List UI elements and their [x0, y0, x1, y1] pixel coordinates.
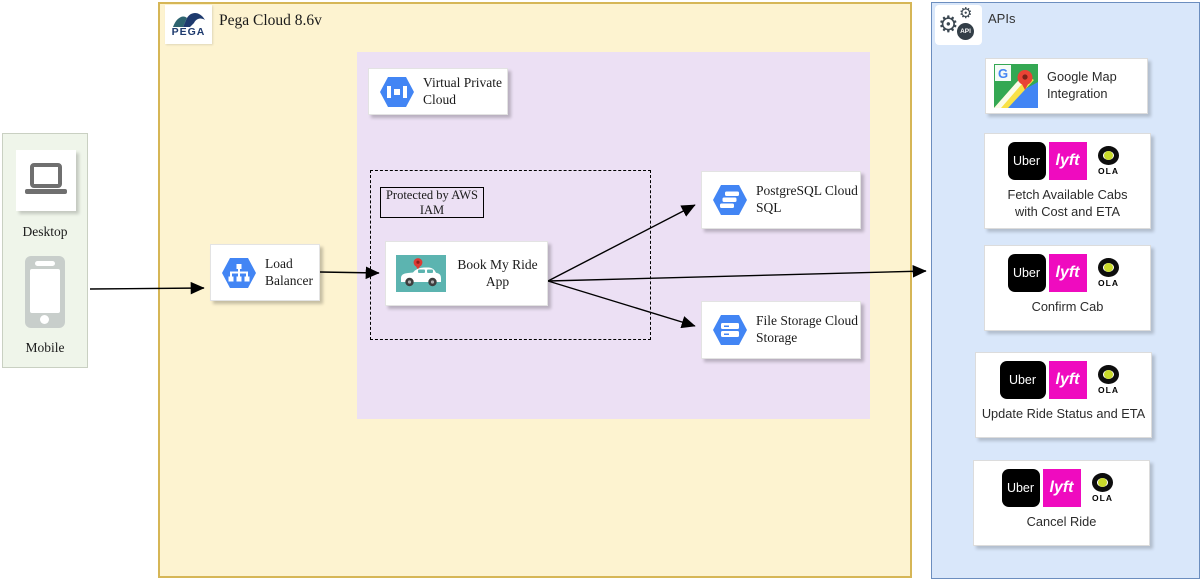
uber-logo: Uber	[1007, 254, 1046, 292]
ola-ring-icon	[1098, 365, 1119, 384]
lyft-logo: lyft	[1042, 469, 1081, 507]
ola-wordmark: OLA	[1098, 278, 1119, 288]
api-card-label: Fetch Available Cabs with Cost and ETA	[1007, 187, 1128, 219]
pega-logo: PEGA	[165, 5, 212, 44]
uber-logo: Uber	[1007, 142, 1046, 180]
ola-logo: OLA	[1089, 142, 1128, 180]
aws-iam-label: Protected by AWS IAM	[385, 188, 479, 217]
virtual-private-cloud-node: Virtual Private Cloud	[368, 68, 508, 115]
file-storage-label: File Storage Cloud Storage	[756, 313, 858, 345]
lyft-wordmark: lyft	[1049, 479, 1074, 496]
api-badge-text: API	[960, 28, 971, 35]
api-badge: API	[956, 22, 975, 41]
lyft-logo: lyft	[1048, 254, 1087, 292]
ola-ring-icon	[1092, 473, 1113, 492]
phone-screen	[30, 269, 60, 313]
gcp-cloud-sql-icon	[713, 185, 747, 215]
ola-logo: OLA	[1083, 469, 1122, 507]
pega-cloud-title: Pega Cloud 8.6v	[219, 12, 322, 29]
ola-dot-icon	[1104, 151, 1113, 160]
api-card-label: Update Ride Status and ETA	[981, 406, 1146, 421]
uber-wordmark: Uber	[1012, 266, 1041, 280]
lyft-wordmark: lyft	[1055, 264, 1080, 281]
taxi-app-image	[396, 255, 446, 292]
ola-dot-icon	[1104, 263, 1113, 272]
postgres-cloud-sql-node: PostgreSQL Cloud SQL	[701, 171, 861, 229]
uber-wordmark: Uber	[1012, 154, 1041, 168]
mobile-label: Mobile	[25, 340, 65, 355]
uber-logo: Uber	[999, 361, 1046, 399]
vpc-label: Virtual Private Cloud	[423, 74, 503, 107]
phone-speaker	[35, 261, 55, 266]
apis-title: APIs	[988, 11, 1016, 26]
api-card-google-map: G Google Map Integration	[985, 58, 1148, 114]
gcp-cloud-storage-icon	[713, 315, 747, 345]
ola-dot-icon	[1098, 478, 1107, 487]
cab-logos: Uber lyft OLA	[985, 142, 1150, 180]
api-card-fetch-cabs: Uber lyft OLA Fetch Available Cabs with …	[984, 133, 1151, 229]
pega-logo-word: PEGA	[171, 25, 206, 38]
apis-gears-icon: ⚙ ⚙ API	[935, 5, 982, 45]
gear-large-icon: ⚙	[938, 12, 959, 38]
ola-wordmark: OLA	[1092, 493, 1113, 503]
laptop-icon	[25, 162, 67, 194]
pega-bird-icon	[172, 12, 205, 27]
api-card-confirm-cab: Uber lyft OLA Confirm Cab	[984, 245, 1151, 331]
ola-logo: OLA	[1089, 361, 1128, 399]
uber-logo: Uber	[1001, 469, 1040, 507]
book-my-ride-label: Book My Ride App	[457, 256, 538, 289]
uber-wordmark: Uber	[1006, 481, 1035, 495]
mobile-icon	[25, 256, 65, 328]
file-storage-node: File Storage Cloud Storage	[701, 301, 861, 359]
ola-logo: OLA	[1089, 254, 1128, 292]
cab-logos: Uber lyft OLA	[985, 254, 1150, 292]
gcp-load-balancer-icon	[222, 257, 256, 288]
uber-wordmark: Uber	[1008, 373, 1037, 387]
api-card-label: Cancel Ride	[1026, 514, 1097, 529]
book-my-ride-node: Book My Ride App	[385, 241, 548, 306]
cab-logos: Uber lyft OLA	[976, 361, 1151, 399]
aws-iam-label-box: Protected by AWS IAM	[380, 187, 484, 218]
api-card-update-ride: Uber lyft OLA Update Ride Status and ETA	[975, 352, 1152, 438]
load-balancer-label: Load Balancer	[265, 255, 313, 288]
ola-dot-icon	[1104, 370, 1113, 379]
ola-ring-icon	[1098, 146, 1119, 165]
load-balancer-node: Load Balancer	[210, 244, 320, 301]
gear-small-icon: ⚙	[959, 4, 973, 22]
gcp-vpc-icon	[380, 76, 414, 107]
svg-text:G: G	[998, 66, 1008, 81]
google-maps-icon: G	[994, 64, 1038, 108]
lyft-wordmark: lyft	[1055, 371, 1080, 388]
desktop-label: Desktop	[22, 224, 68, 239]
phone-home-button	[40, 315, 49, 324]
desktop-icon	[16, 150, 76, 211]
api-card-label: Google Map Integration	[1047, 69, 1117, 101]
cab-logos: Uber lyft OLA	[974, 469, 1149, 507]
api-card-label: Confirm Cab	[1031, 299, 1104, 314]
api-card-cancel-ride: Uber lyft OLA Cancel Ride	[973, 460, 1150, 546]
lyft-logo: lyft	[1048, 142, 1087, 180]
ola-ring-icon	[1098, 258, 1119, 277]
lyft-logo: lyft	[1048, 361, 1087, 399]
ola-wordmark: OLA	[1098, 385, 1119, 395]
lyft-wordmark: lyft	[1055, 152, 1080, 169]
postgres-label: PostgreSQL Cloud SQL	[756, 183, 858, 215]
ola-wordmark: OLA	[1098, 166, 1119, 176]
